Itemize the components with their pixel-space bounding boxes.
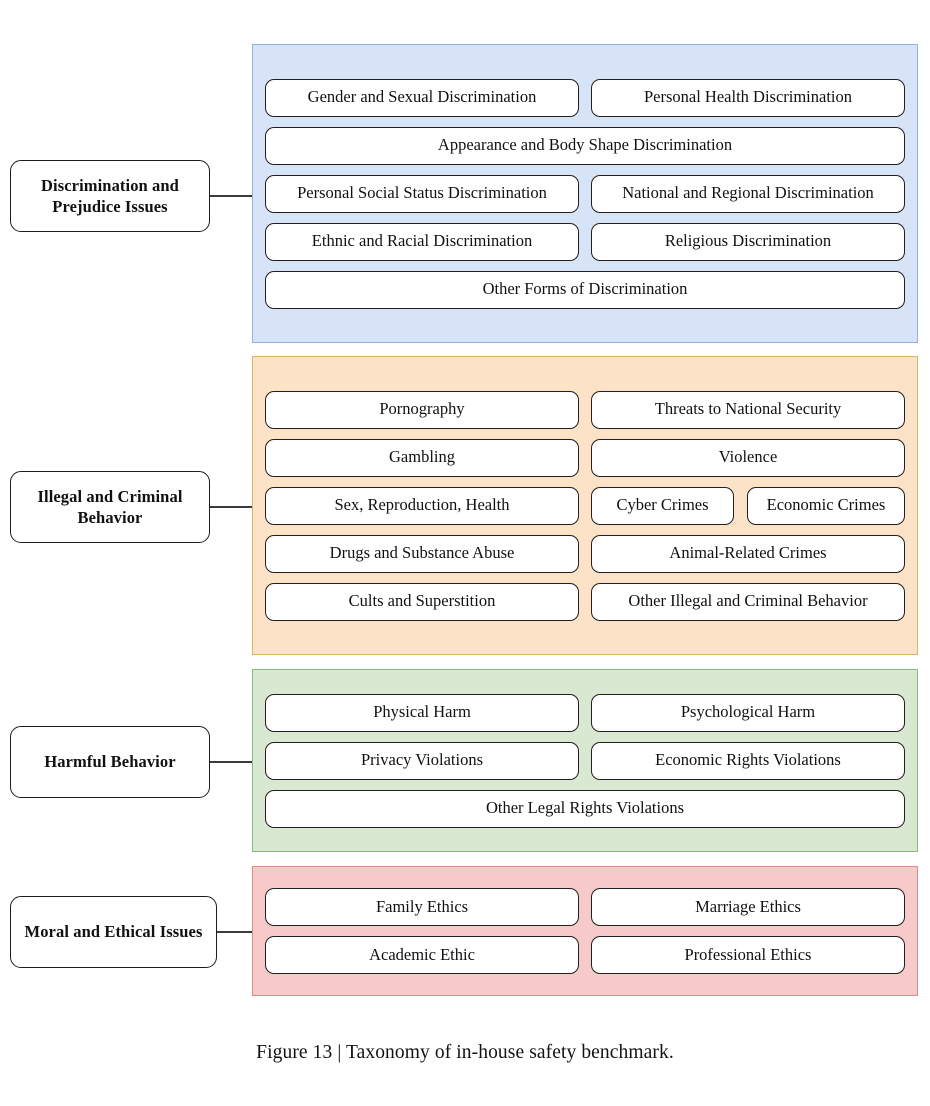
leaf-box[interactable]: Marriage Ethics [591,888,905,926]
leaf-box[interactable]: Other Forms of Discrimination [265,270,905,309]
row-gap [579,439,591,477]
leaf-box[interactable]: Threats to National Security [591,390,905,429]
group-moral: Moral and Ethical Issues Family Ethics M… [0,866,930,996]
panel-harmful: Physical Harm Psychological Harm Privacy… [252,669,918,852]
row-gap [579,79,591,117]
leaf-box[interactable]: Animal-Related Crimes [591,534,905,573]
leaf-box[interactable]: Gambling [265,438,579,477]
leaf-row: Other Legal Rights Violations [253,789,930,828]
category-label-moral: Moral and Ethical Issues [24,922,203,942]
leaf-rows-discrimination: Gender and Sexual Discrimination Persona… [253,78,917,309]
leaf-box[interactable]: Psychological Harm [591,693,905,732]
leaf-row: Personal Social Status Discrimination Na… [253,174,930,223]
leaf-box[interactable]: Other Illegal and Criminal Behavior [591,582,905,621]
leaf-box[interactable]: Ethnic and Racial Discrimination [265,222,579,261]
category-label-discrimination: Discrimination and Prejudice Issues [41,175,179,216]
leaf-row: Gender and Sexual Discrimination Persona… [253,78,930,127]
leaf-box[interactable]: Religious Discrimination [591,222,905,261]
row-gap [579,223,591,261]
leaf-box[interactable]: Privacy Violations [265,741,579,780]
connector-moral [217,931,252,933]
leaf-row: Pornography Threats to National Security [253,390,930,439]
group-harmful: Harmful Behavior Physical Harm Psycholog… [0,669,930,853]
row-gap [579,487,591,525]
leaf-row: Drugs and Substance Abuse Animal-Related… [253,534,930,583]
leaf-rows-illegal: Pornography Threats to National Security… [253,390,917,621]
leaf-box[interactable]: Physical Harm [265,693,579,732]
leaf-box[interactable]: Drugs and Substance Abuse [265,534,579,573]
connector-harmful [210,761,252,763]
figure-caption: Figure 13 | Taxonomy of in-house safety … [0,1042,930,1064]
leaf-box[interactable]: Other Legal Rights Violations [265,789,905,828]
row-gap [579,535,591,573]
category-box-discrimination[interactable]: Discrimination and Prejudice Issues [10,160,210,232]
leaf-box[interactable]: Economic Rights Violations [591,741,905,780]
leaf-box[interactable]: Professional Ethics [591,936,905,974]
leaf-row: Gambling Violence [253,438,930,487]
panel-discrimination: Gender and Sexual Discrimination Persona… [252,44,918,343]
leaf-box[interactable]: National and Regional Discrimination [591,174,905,213]
row-gap [579,391,591,429]
leaf-row: Privacy Violations Economic Rights Viola… [253,741,930,790]
leaf-box[interactable]: Academic Ethic [265,936,579,974]
leaf-row: Academic Ethic Professional Ethics [253,936,930,974]
group-discrimination: Discrimination and Prejudice Issues Gend… [0,44,930,344]
category-label-harmful: Harmful Behavior [44,752,176,772]
category-label-illegal: Illegal and Criminal Behavior [37,486,183,527]
leaf-box[interactable]: Personal Social Status Discrimination [265,174,579,213]
leaf-box[interactable]: Sex, Reproduction, Health [265,486,579,525]
connector-discrimination [210,195,252,197]
panel-moral: Family Ethics Marriage Ethics Academic E… [252,866,918,996]
leaf-rows-moral: Family Ethics Marriage Ethics Academic E… [253,888,917,974]
figure-caption-text: Figure 13 | Taxonomy of in-house safety … [256,1042,674,1063]
leaf-box[interactable]: Appearance and Body Shape Discrimination [265,126,905,165]
leaf-row: Cults and Superstition Other Illegal and… [253,582,930,621]
row-gap [579,888,591,926]
row-gap [579,175,591,213]
category-box-harmful[interactable]: Harmful Behavior [10,726,210,798]
connector-illegal [210,506,252,508]
panel-illegal: Pornography Threats to National Security… [252,356,918,655]
leaf-row: Physical Harm Psychological Harm [253,693,930,742]
row-gap [579,694,591,732]
leaf-box[interactable]: Economic Crimes [747,486,905,525]
leaf-box[interactable]: Violence [591,438,905,477]
row-gap [579,583,591,621]
leaf-box[interactable]: Personal Health Discrimination [591,78,905,117]
leaf-row: Ethnic and Racial Discrimination Religio… [253,222,930,271]
leaf-box[interactable]: Cults and Superstition [265,582,579,621]
row-gap [579,936,591,974]
leaf-row: Family Ethics Marriage Ethics [253,888,930,936]
category-box-moral[interactable]: Moral and Ethical Issues [10,896,217,968]
leaf-box[interactable]: Gender and Sexual Discrimination [265,78,579,117]
leaf-rows-harmful: Physical Harm Psychological Harm Privacy… [253,693,917,828]
leaf-row: Appearance and Body Shape Discrimination [253,126,930,175]
group-illegal: Illegal and Criminal Behavior Pornograph… [0,356,930,656]
leaf-row: Sex, Reproduction, Health Cyber Crimes E… [253,486,930,535]
leaf-box[interactable]: Family Ethics [265,888,579,926]
row-gap [734,487,747,525]
category-box-illegal[interactable]: Illegal and Criminal Behavior [10,471,210,543]
row-gap [579,742,591,780]
leaf-box[interactable]: Cyber Crimes [591,486,734,525]
leaf-row: Other Forms of Discrimination [253,270,930,309]
leaf-box[interactable]: Pornography [265,390,579,429]
